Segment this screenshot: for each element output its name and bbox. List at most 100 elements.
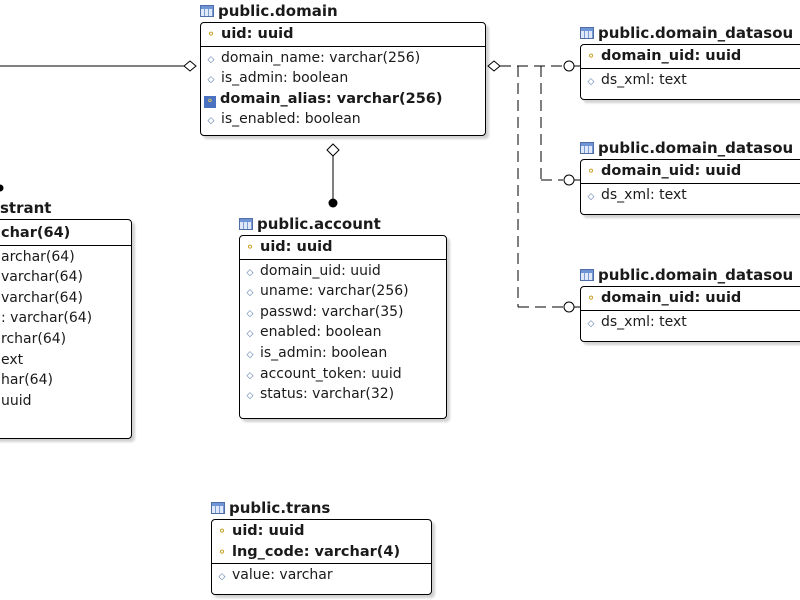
column-row[interactable]: har(64): [1, 370, 131, 391]
entity-trans[interactable]: public.trans ⚬uid: uuid ⚬lng_code: varch…: [211, 497, 432, 595]
attribute-icon: ◇: [246, 370, 254, 381]
column-row[interactable]: archar(64): [1, 247, 131, 268]
attribute-icon: ◇: [246, 349, 254, 360]
column-label: archar(64): [1, 248, 75, 265]
column-row[interactable]: ◇ status: varchar(32): [240, 384, 446, 405]
link-domain-account[interactable]: [326, 143, 340, 208]
column-label: varchar(64): [1, 269, 83, 286]
pk-section: char(64): [0, 220, 131, 246]
entity-title: public.account: [239, 213, 381, 235]
column-label: ds_xml: text: [601, 313, 687, 330]
pk-section: ⚬uid: uuid: [201, 23, 485, 47]
entity-name: public.domain_datasou: [598, 266, 794, 284]
key-icon: ⚬: [585, 49, 597, 63]
column-section: archar(64) varchar(64) varchar(64) : var…: [0, 246, 131, 415]
column-label: ds_xml: text: [601, 71, 687, 88]
column-label: : varchar(64): [1, 310, 93, 327]
column-label: value: varchar: [232, 567, 333, 584]
column-row[interactable]: ◇ is_admin: boolean: [240, 343, 446, 364]
column-row[interactable]: uuid: [1, 391, 131, 412]
entity-domain-datasource-3[interactable]: public.domain_datasou ⚬domain_uid: uuid …: [580, 264, 800, 344]
attribute-icon: ◇: [246, 267, 254, 278]
column-row[interactable]: ◇ domain_uid: uuid: [240, 261, 446, 282]
column-row[interactable]: ◇passwd: varchar(35): [240, 302, 446, 323]
link-registrant-domain[interactable]: [0, 60, 197, 192]
table-icon: [239, 218, 253, 230]
pk-row[interactable]: ⚬ domain_uid: uuid: [581, 46, 800, 67]
column-row[interactable]: ◇account_token: uuid: [240, 364, 446, 385]
link-domain-datasources[interactable]: [487, 60, 582, 313]
entity-domain-datasource-1[interactable]: public.domain_datasou ⚬domain_uid: uuid …: [580, 22, 800, 102]
entity-box: char(64) archar(64) varchar(64) varchar(…: [0, 219, 132, 439]
column-row[interactable]: ◇ domain_name: varchar(256): [201, 48, 485, 69]
entity-name: strant: [0, 199, 52, 217]
pk-row[interactable]: ⚬domain_uid: uuid: [581, 288, 800, 309]
attribute-icon: ◇: [246, 288, 254, 299]
attribute-icon: ◇: [207, 75, 215, 86]
column-row[interactable]: ◇ is_enabled: boolean: [201, 109, 485, 130]
column-label: ext: [1, 351, 24, 368]
column-label: domain_alias: varchar(256): [220, 90, 443, 107]
table-icon: [580, 27, 594, 39]
pk-row[interactable]: char(64): [0, 223, 131, 244]
column-label: is_enabled: boolean: [221, 111, 361, 128]
column-label: uuid: [1, 392, 32, 409]
column-row[interactable]: : varchar(64): [1, 308, 131, 329]
column-label: is_admin: boolean: [260, 344, 388, 361]
entity-box: ⚬ uid: uuid ◇ domain_uid: uuid ◇uname: var…: [239, 235, 447, 419]
entity-name: public.account: [257, 215, 381, 233]
column-row[interactable]: ◇ds_xml: text: [581, 185, 800, 206]
column-row[interactable]: ◇ds_xml: text: [581, 312, 800, 333]
key-icon: ⚬: [216, 544, 228, 559]
attribute-icon: ◇: [246, 329, 254, 340]
key-icon: ⚬: [585, 164, 597, 178]
attribute-icon: ◇: [207, 54, 215, 65]
entity-registrant[interactable]: strant char(64) archar(64) varchar(64) v…: [0, 197, 132, 441]
entity-account[interactable]: public.account ⚬ uid: uuid ◇ domain_uid: u…: [239, 213, 447, 421]
column-row[interactable]: ⚬domain_alias: varchar(256): [201, 89, 485, 110]
pk-label: domain_uid: uuid: [601, 290, 742, 306]
column-row[interactable]: ◇is_admin: boolean: [201, 68, 485, 89]
pk-row[interactable]: ⚬lng_code: varchar(4): [212, 542, 431, 563]
pk-label: domain_uid: uuid: [601, 48, 742, 64]
pk-row[interactable]: ⚬uid: uuid: [201, 24, 485, 45]
column-row[interactable]: varchar(64): [1, 267, 131, 288]
pk-section: ⚬uid: uuid ⚬lng_code: varchar(4): [212, 520, 431, 565]
column-label: enabled: boolean: [260, 324, 382, 341]
entity-box: ⚬ domain_uid: uuid ◇ds_xml: text: [580, 159, 800, 215]
pk-section: ⚬domain_uid: uuid: [581, 287, 800, 311]
entity-domain-box: ⚬uid: uuid ◇domain_name: varchar(256) ◇i…: [200, 22, 486, 136]
attribute-icon: ◇: [246, 391, 254, 402]
column-section: ◇ domain_uid: uuid ◇uname: varchar(256) ◇…: [240, 260, 446, 408]
entity-domain[interactable]: public.domain ⚬uid: uuid ◇ domain_name: v…: [200, 0, 486, 144]
pk-row[interactable]: ⚬uid: uuid: [212, 521, 431, 542]
column-row[interactable]: ◇ ds_xml: text: [581, 70, 800, 91]
pk-label: domain_uid: uuid: [601, 163, 742, 179]
key-icon: ⚬: [244, 240, 256, 254]
column-label: domain_uid: uuid: [260, 262, 381, 279]
column-row[interactable]: ext: [1, 350, 131, 371]
column-row[interactable]: rchar(64): [1, 329, 131, 350]
entity-title: strant: [0, 197, 51, 219]
pk-row[interactable]: ⚬ uid: uuid: [240, 237, 446, 258]
entity-domain-title: public.domain: [200, 0, 338, 22]
pk-label: uid: uuid: [260, 239, 333, 255]
attribute-icon: ◇: [587, 76, 595, 87]
column-row[interactable]: ◇value: varchar: [212, 565, 431, 586]
entity-title: public.domain_datasou: [580, 264, 793, 286]
column-row[interactable]: varchar(64): [1, 288, 131, 309]
entity-domain-datasource-2[interactable]: public.domain_datasou ⚬domain_uid: uuid …: [580, 137, 800, 217]
column-label: domain_name: varchar(256): [221, 49, 421, 66]
table-icon: [580, 269, 594, 281]
pk-label: uid: uuid: [232, 523, 305, 539]
column-row[interactable]: ◇uname: varchar(256): [240, 281, 446, 302]
entity-name: public.domain_datasou: [598, 24, 794, 42]
column-label: status: varchar(32): [260, 386, 395, 403]
column-label: passwd: varchar(35): [260, 303, 404, 320]
pk-row[interactable]: ⚬ domain_uid: uuid: [581, 161, 800, 182]
key-icon: ⚬: [205, 27, 217, 41]
column-section: ◇ ds_xml: text: [581, 69, 800, 94]
attribute-icon: ◇: [207, 116, 215, 127]
column-row[interactable]: ◇ enabled: boolean: [240, 322, 446, 343]
